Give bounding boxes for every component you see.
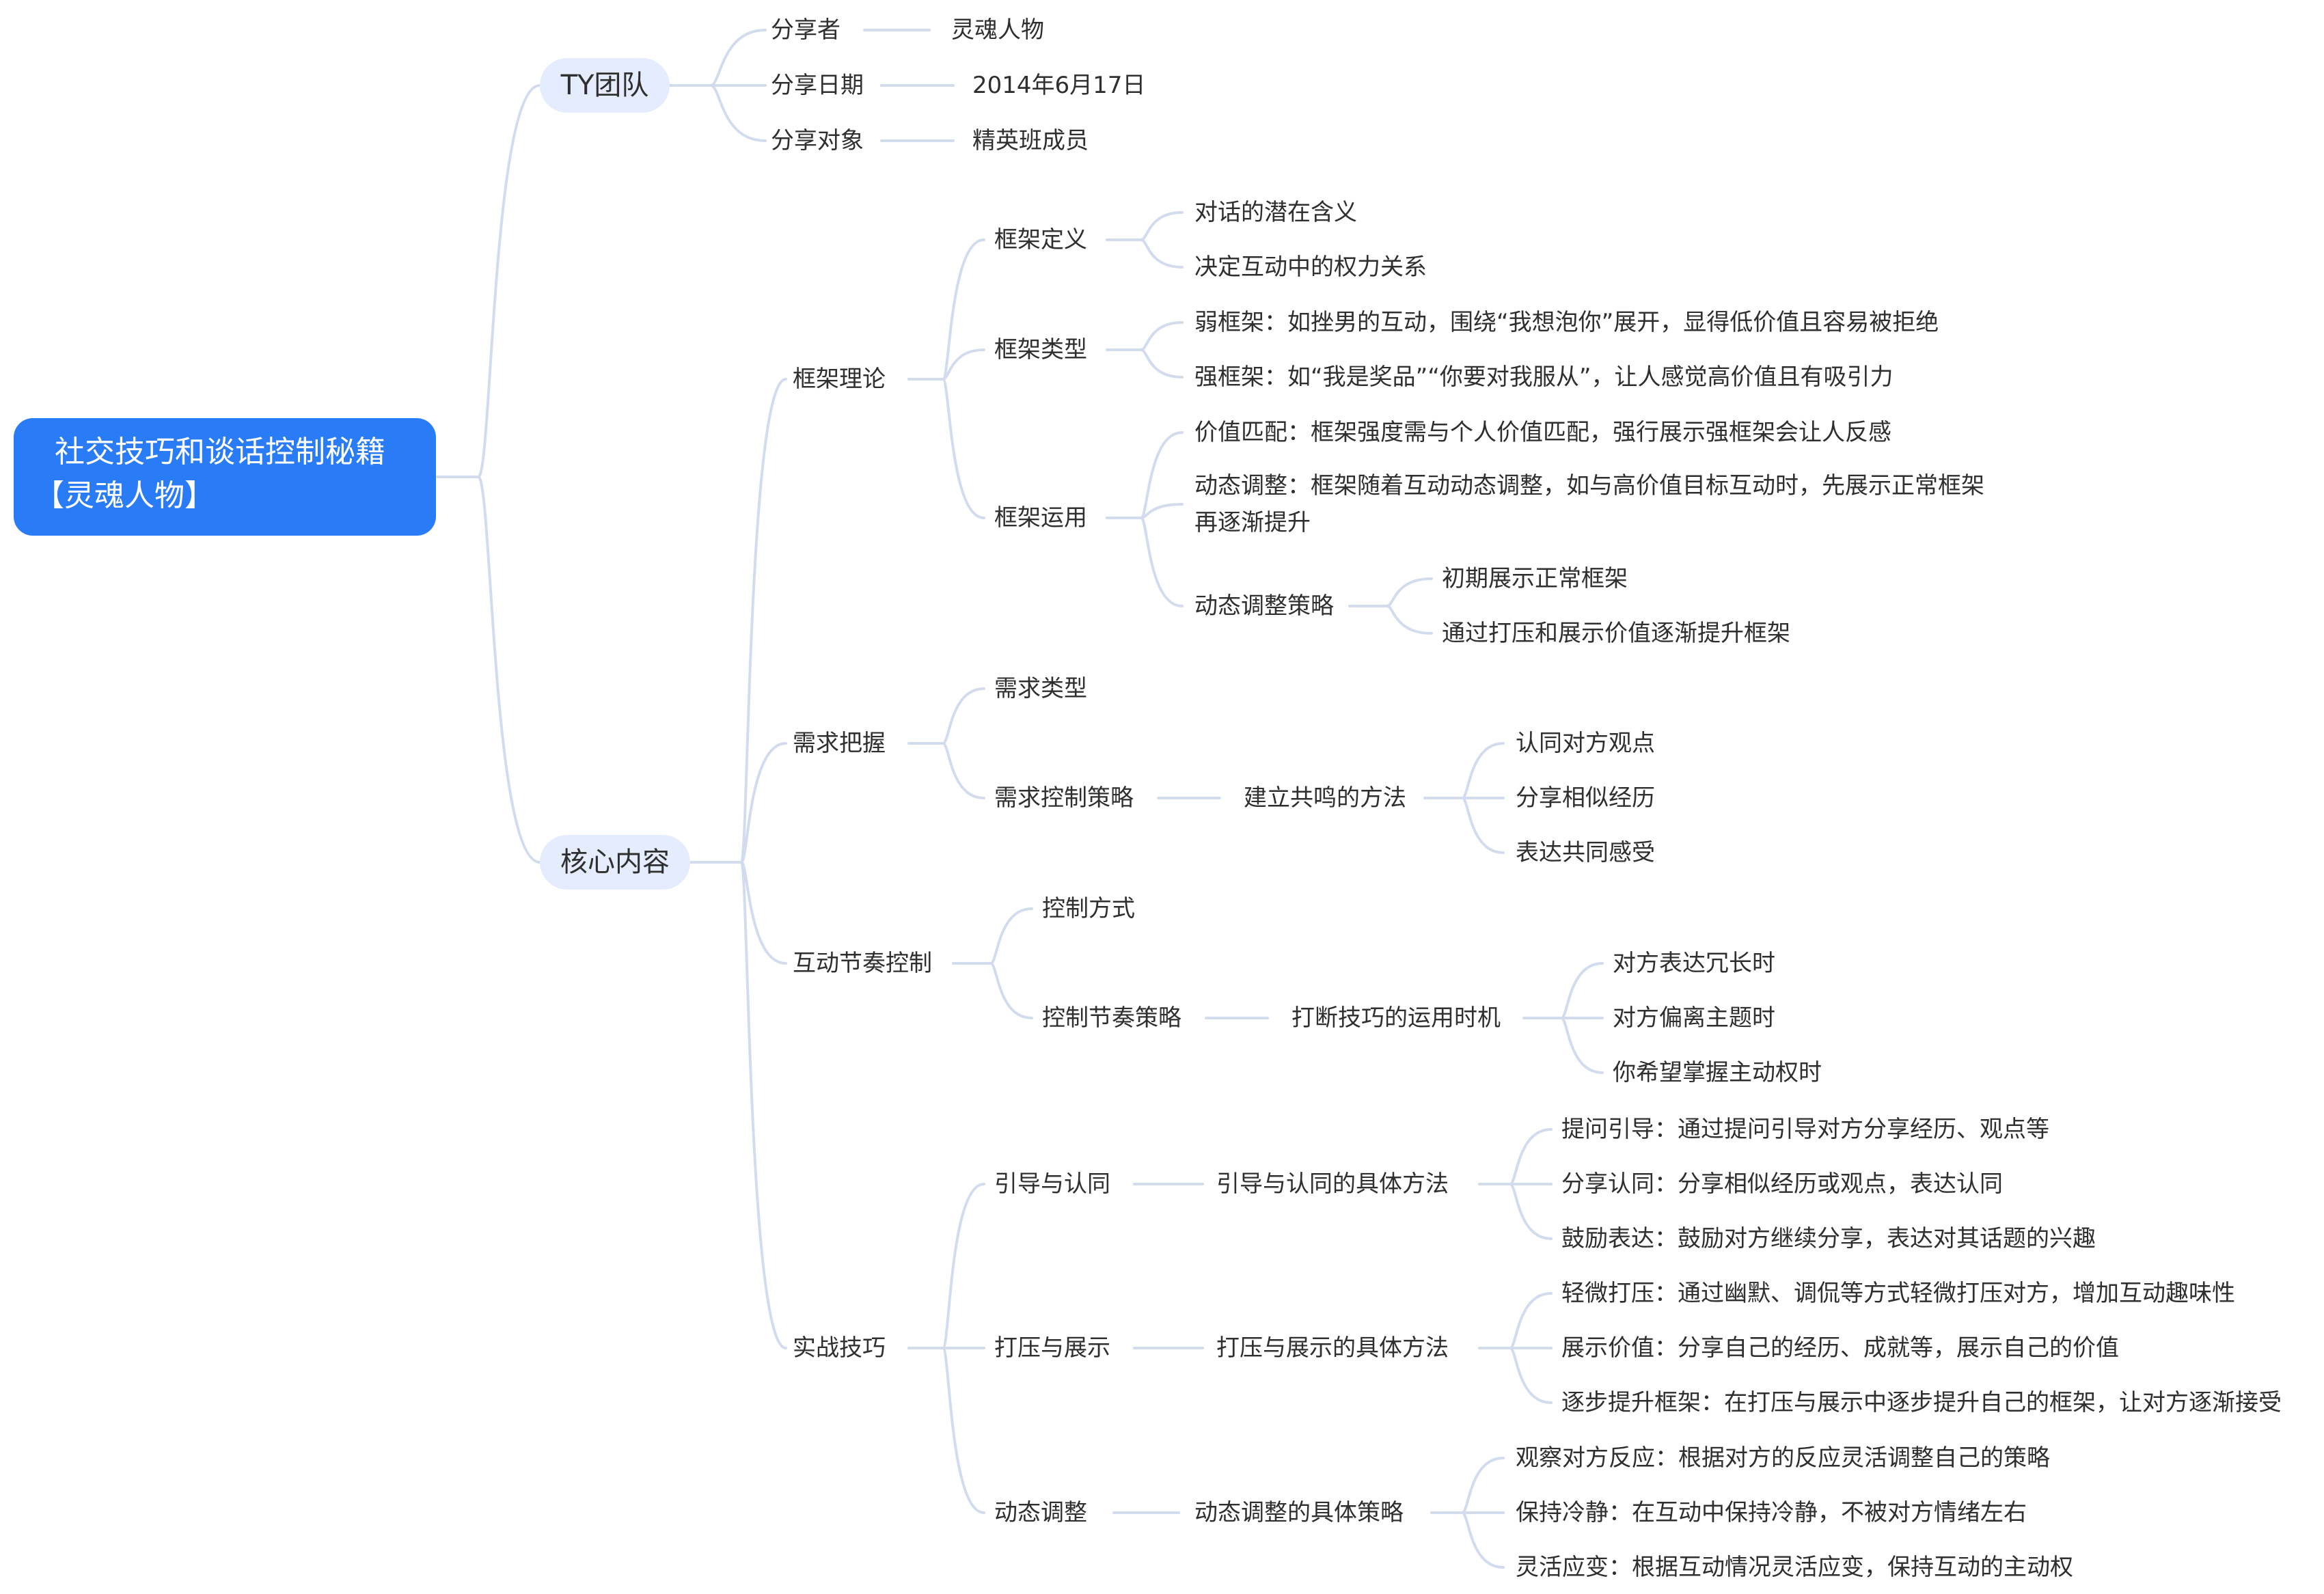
- leaf-strong-frame[interactable]: 强框架：如“我是奖品”“你要对我服从”，让人感觉高价值且有吸引力: [1194, 363, 1894, 391]
- topic-guide-agree[interactable]: 引导与认同: [994, 1170, 1110, 1198]
- topic-rhythm-control[interactable]: 互动节奏控制: [793, 950, 932, 977]
- topic-ty-team[interactable]: TY团队: [540, 58, 670, 113]
- topic-frame-theory[interactable]: 框架理论: [793, 366, 886, 393]
- topic-control-methods[interactable]: 控制方式: [1042, 895, 1135, 922]
- root-topic[interactable]: 社交技巧和谈话控制秘籍 【灵魂人物】: [14, 418, 436, 536]
- topic-suppress-show-methods[interactable]: 打压与展示的具体方法: [1216, 1334, 1449, 1362]
- topic-guide-agree-methods[interactable]: 引导与认同的具体方法: [1216, 1170, 1449, 1198]
- topic-share-date-value[interactable]: 2014年6月17日: [972, 72, 1146, 99]
- leaf-flexible-response[interactable]: 灵活应变：根据互动情况灵活应变，保持互动的主动权: [1516, 1554, 2073, 1581]
- leaf-stay-calm[interactable]: 保持冷静：在互动中保持冷静，不被对方情绪左右: [1516, 1499, 2027, 1526]
- topic-share-date[interactable]: 分享日期: [771, 72, 864, 99]
- topic-resonance-method[interactable]: 建立共鸣的方法: [1244, 784, 1406, 812]
- leaf-lengthy-talk[interactable]: 对方表达冗长时: [1613, 950, 1775, 977]
- leaf-dynamic-adjust[interactable]: 动态调整：框架随着互动动态调整，如与高价值目标互动时，先展示正常框架 再逐渐提升: [1194, 467, 1984, 541]
- leaf-share-experience[interactable]: 分享相似经历: [1516, 784, 1655, 812]
- leaf-raise-frame[interactable]: 通过打压和展示价值逐渐提升框架: [1442, 620, 1790, 647]
- topic-dynamic-adjustment[interactable]: 动态调整: [994, 1499, 1087, 1526]
- topic-rhythm-strategy[interactable]: 控制节奏策略: [1042, 1004, 1181, 1032]
- root-title-line2: 【灵魂人物】: [34, 478, 215, 513]
- leaf-share-agree[interactable]: 分享认同：分享相似经历或观点，表达认同: [1561, 1170, 2003, 1198]
- topic-frame-application[interactable]: 框架运用: [994, 504, 1087, 532]
- leaf-frame-definition-1[interactable]: 对话的潜在含义: [1194, 199, 1357, 226]
- leaf-show-value[interactable]: 展示价值：分享自己的经历、成就等，展示自己的价值: [1561, 1334, 2119, 1362]
- leaf-dynamic-adjust-line2: 再逐渐提升: [1194, 509, 1311, 536]
- leaf-weak-frame[interactable]: 弱框架：如挫男的互动，围绕“我想泡你”展开，显得低价值且容易被拒绝: [1194, 309, 1939, 336]
- leaf-initial-normal-frame[interactable]: 初期展示正常框架: [1442, 565, 1628, 592]
- leaf-value-match[interactable]: 价值匹配：框架强度需与个人价值匹配，强行展示强框架会让人反感: [1194, 419, 1891, 446]
- root-title-line1: 社交技巧和谈话控制秘籍: [55, 435, 385, 469]
- topic-dynamic-adjustment-strategy[interactable]: 动态调整的具体策略: [1194, 1499, 1404, 1526]
- leaf-light-suppress[interactable]: 轻微打压：通过幽默、调侃等方式轻微打压对方，增加互动趣味性: [1561, 1280, 2235, 1307]
- topic-practical-skills[interactable]: 实战技巧: [793, 1334, 886, 1362]
- topic-dynamic-strategy[interactable]: 动态调整策略: [1194, 592, 1334, 620]
- leaf-encourage[interactable]: 鼓励表达：鼓励对方继续分享，表达对其话题的兴趣: [1561, 1225, 2096, 1252]
- leaf-express-feelings[interactable]: 表达共同感受: [1516, 839, 1655, 866]
- leaf-raise-own-frame[interactable]: 逐步提升框架：在打压与展示中逐步提升自己的框架，让对方逐渐接受: [1561, 1389, 2282, 1416]
- topic-suppress-show[interactable]: 打压与展示: [994, 1334, 1110, 1362]
- topic-audience[interactable]: 分享对象: [771, 127, 864, 154]
- topic-sharer-value[interactable]: 灵魂人物: [951, 16, 1044, 44]
- leaf-agree-view[interactable]: 认同对方观点: [1516, 730, 1655, 757]
- topic-frame-definition[interactable]: 框架定义: [994, 226, 1087, 253]
- topic-needs[interactable]: 需求把握: [793, 730, 886, 757]
- topic-need-types[interactable]: 需求类型: [994, 675, 1087, 702]
- topic-interrupt-timing[interactable]: 打断技巧的运用时机: [1291, 1004, 1501, 1032]
- topic-need-strategy[interactable]: 需求控制策略: [994, 784, 1134, 812]
- topic-audience-value[interactable]: 精英班成员: [972, 127, 1089, 154]
- topic-sharer[interactable]: 分享者: [771, 16, 840, 44]
- leaf-off-topic[interactable]: 对方偏离主题时: [1613, 1004, 1775, 1032]
- leaf-observe-reaction[interactable]: 观察对方反应：根据对方的反应灵活调整自己的策略: [1516, 1444, 2050, 1472]
- leaf-take-initiative[interactable]: 你希望掌握主动权时: [1613, 1059, 1822, 1086]
- leaf-question-guide[interactable]: 提问引导：通过提问引导对方分享经历、观点等: [1561, 1116, 2049, 1143]
- topic-core-content[interactable]: 核心内容: [540, 835, 690, 890]
- leaf-frame-definition-2[interactable]: 决定互动中的权力关系: [1194, 253, 1427, 281]
- topic-frame-types[interactable]: 框架类型: [994, 336, 1087, 363]
- leaf-dynamic-adjust-line1: 动态调整：框架随着互动动态调整，如与高价值目标互动时，先展示正常框架: [1194, 472, 1984, 499]
